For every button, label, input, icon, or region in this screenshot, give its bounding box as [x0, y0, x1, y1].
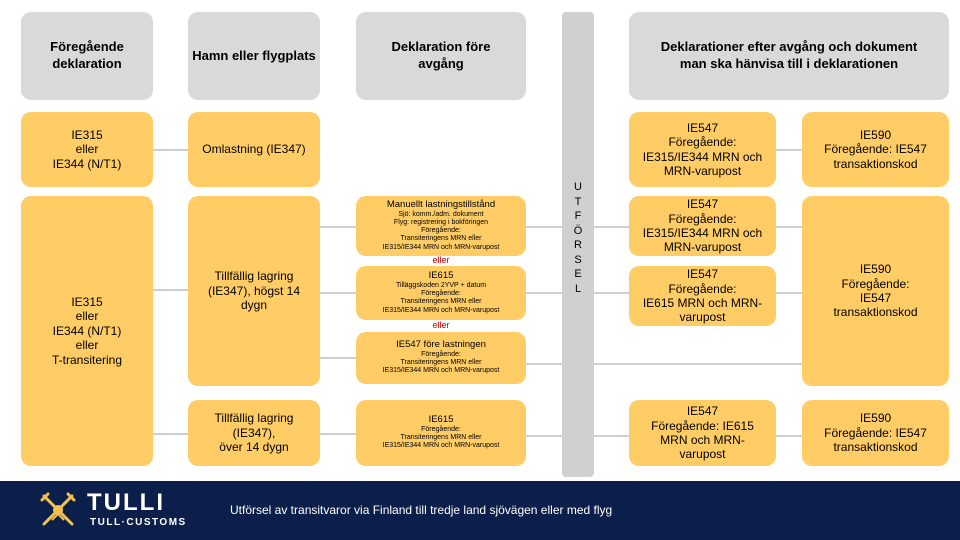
or-label: eller	[432, 255, 450, 265]
footer-bar	[0, 481, 960, 540]
connector	[525, 363, 805, 365]
brand-name: TULLI	[87, 489, 165, 516]
ie547-box-1: IE547 Föregående: IE315/IE344 MRN och MR…	[629, 112, 776, 187]
ie590-box-2: IE590 Föregående: IE547 transaktionskod	[802, 196, 949, 386]
connector	[775, 435, 805, 437]
connector	[152, 289, 190, 291]
ie615-over-14-days-box: IE615 Föregående: Transiteringens MRN el…	[356, 400, 526, 466]
connector	[152, 149, 190, 151]
header-port-or-airport: Hamn eller flygplats	[188, 12, 320, 100]
header-declarations-after-departure: Deklarationer efter avgång och dokument …	[629, 12, 949, 100]
utforsel-bar: U T F Ö R S E L	[562, 12, 594, 477]
brand-subtitle: TULL·CUSTOMS	[90, 517, 187, 528]
ie615-box: IE615 Tilläggskoden 2YVP + datum Föregåe…	[356, 266, 526, 320]
tulli-emblem-icon	[40, 492, 76, 526]
previous-declaration-box-2: IE315 eller IE344 (N/T1) eller T-transit…	[21, 196, 153, 466]
connector	[319, 433, 357, 435]
connector	[319, 292, 357, 294]
connector	[319, 226, 357, 228]
temporary-storage-14-days-box: Tillfällig lagring (IE347), högst 14 dyg…	[188, 196, 320, 386]
header-previous-declaration: Föregående deklaration	[21, 12, 153, 100]
connector	[319, 357, 357, 359]
ie547-box-3: IE547 Föregående: IE615 MRN och MRN- var…	[629, 266, 776, 326]
temporary-storage-over-14-days-box: Tillfällig lagring (IE347), över 14 dygn	[188, 400, 320, 466]
ie590-box-3: IE590 Föregående: IE547 transaktionskod	[802, 400, 949, 466]
header-declaration-before-departure: Deklaration före avgång	[356, 12, 526, 100]
ie547-box-4: IE547 Föregående: IE615 MRN och MRN- var…	[629, 400, 776, 466]
transshipment-box: Omlastning (IE347)	[188, 112, 320, 187]
or-label: eller	[432, 320, 450, 330]
slide-caption: Utförsel av transitvaror via Finland til…	[230, 503, 613, 517]
ie547-box-2: IE547 Föregående: IE315/IE344 MRN och MR…	[629, 196, 776, 256]
connector	[775, 292, 805, 294]
connector	[775, 149, 805, 151]
connector	[152, 433, 190, 435]
previous-declaration-box-1: IE315 eller IE344 (N/T1)	[21, 112, 153, 187]
ie590-box-1: IE590 Föregående: IE547 transaktionskod	[802, 112, 949, 187]
ie547-before-loading-box: IE547 före lastningen Föregående: Transi…	[356, 332, 526, 384]
manual-loading-permit-box: Manuellt lastningstillstånd Sjö: komm./a…	[356, 196, 526, 256]
connector	[775, 226, 805, 228]
